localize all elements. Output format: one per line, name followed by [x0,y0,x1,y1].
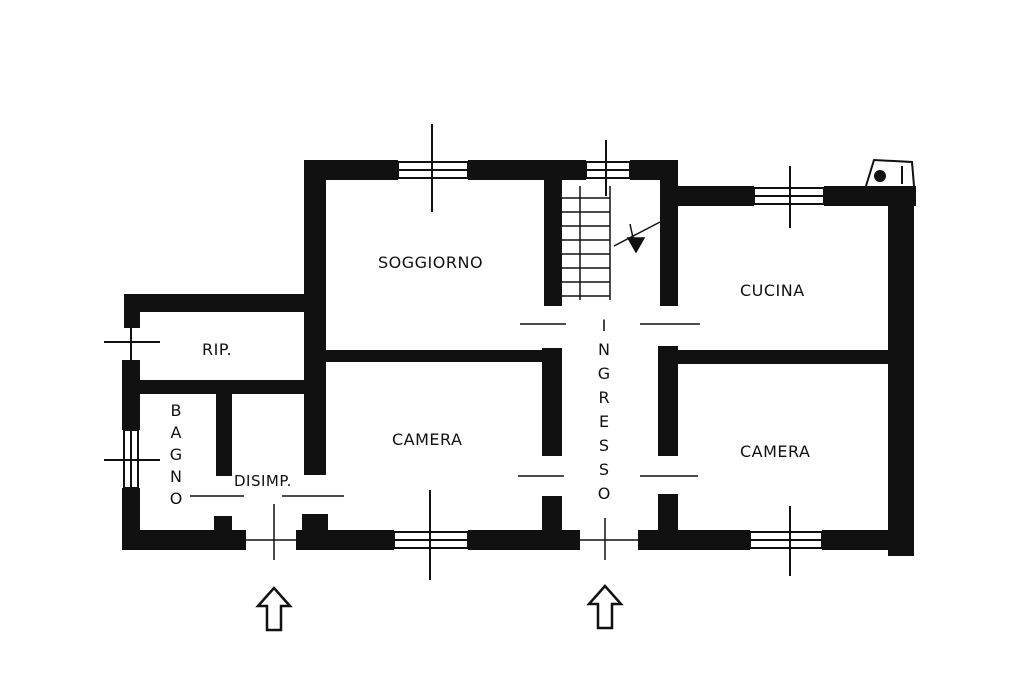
wall-bottom-stub-2 [302,514,328,536]
wall-stair-right [660,178,678,306]
chimney-icon [865,158,915,187]
arrow-up-outline-icon [586,584,624,630]
wall-top-left [304,160,398,180]
room-label-soggiorno: SOGGIORNO [378,253,484,272]
wall-bottom-right-left [638,530,750,550]
wall-right-outer [888,186,914,556]
wall-rip-bottom [140,380,306,394]
staircase-icon [562,186,661,300]
room-label-rip: RIP. [202,340,233,359]
walls [122,160,916,556]
arrow-up-outline-icon [255,586,293,632]
wall-rip-top [124,294,306,312]
room-label-camera-center: CAMERA [392,430,463,449]
wall-soggiorno-left [304,160,326,475]
wall-bottom-camera-right [468,530,580,550]
windows [104,124,825,580]
wall-soggiorno-camera [326,350,560,362]
wall-bottom-stub-1 [214,516,232,536]
room-label-cucina: CUCINA [740,281,805,300]
wall-top-stair [630,160,678,180]
room-label-ingresso: INGRESSO [597,316,611,503]
wall-corridor-right-upper [658,346,678,456]
room-label-bagno: BAGNO [169,401,183,508]
wall-cucina-top-left [676,186,754,206]
wall-stair-left [544,178,562,306]
entrance-arrows [255,584,624,632]
wall-left-outer [122,360,140,430]
wall-corridor-right-lower [658,494,678,530]
wall-corridor-left-lower [542,496,562,532]
room-label-camera-right: CAMERA [740,442,811,461]
door-lines [190,323,700,560]
wall-corridor-left-upper [542,348,562,456]
wall-bagno-disimp [216,394,232,476]
wall-top-mid [468,160,586,180]
wall-bottom-right-right [822,530,914,550]
wall-cucina-camera [676,350,890,364]
wall-rip-left [124,294,140,328]
room-label-disimp: DISIMP. [234,472,292,490]
